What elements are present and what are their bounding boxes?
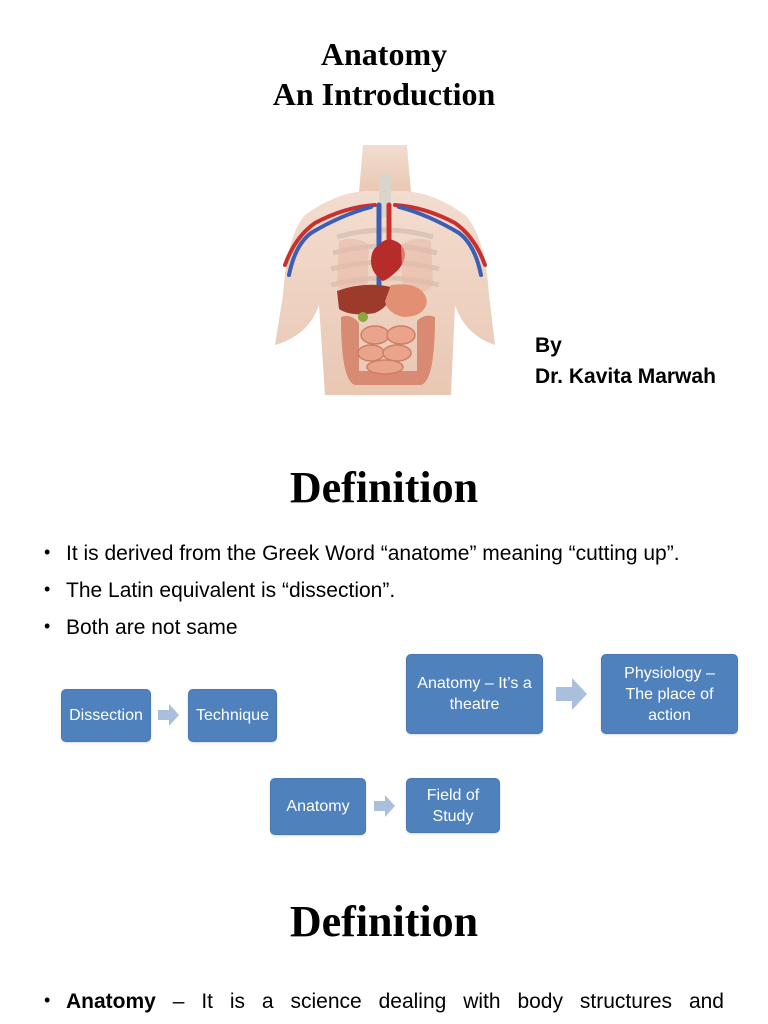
author-name: Dr. Kavita Marwah (535, 365, 716, 388)
flow-arrow-icon (556, 678, 587, 710)
flow-box-technique: Technique (188, 689, 277, 742)
definition-slide-1: Definition It is derived from the Greek … (0, 420, 768, 860)
bullet-item: Both are not same (44, 611, 734, 643)
bullet-item: The Latin equivalent is “dissection”. (44, 574, 734, 606)
flow-box-dissection: Dissection (61, 689, 151, 742)
definition-text: – It is a science dealing with body stru… (155, 990, 724, 1013)
title-line-1: Anatomy (320, 36, 448, 72)
title-slide: Anatomy An Introduction (0, 0, 768, 420)
bullet-item: It is derived from the Greek Word “anato… (44, 537, 734, 569)
flow-box-physiology: Physiology – The place of action (601, 654, 738, 734)
flow-arrow-icon (374, 795, 395, 817)
bullet-item: Anatomy – It is a science dealing with b… (44, 985, 724, 1017)
bullet-list: Anatomy – It is a science dealing with b… (44, 985, 724, 1023)
byline: By Dr. Kavita Marwah (535, 330, 716, 392)
definition-slide-2: Definition Anatomy – It is a science dea… (0, 860, 768, 1024)
title-line-2: An Introduction (272, 76, 496, 112)
flow-box-anatomy-theatre: Anatomy – It’s a theatre (406, 654, 543, 734)
flow-box-field-of-study: Field of Study (406, 778, 500, 833)
slide-heading: Definition (289, 897, 479, 946)
bullet-list: It is derived from the Greek Word “anato… (44, 537, 734, 649)
flow-box-anatomy: Anatomy (270, 778, 366, 835)
byline-by: By (535, 334, 562, 357)
anatomy-torso-illustration (275, 145, 495, 395)
term-anatomy: Anatomy (66, 990, 156, 1013)
slide-heading: Definition (289, 463, 479, 512)
flow-arrow-icon (158, 704, 179, 726)
